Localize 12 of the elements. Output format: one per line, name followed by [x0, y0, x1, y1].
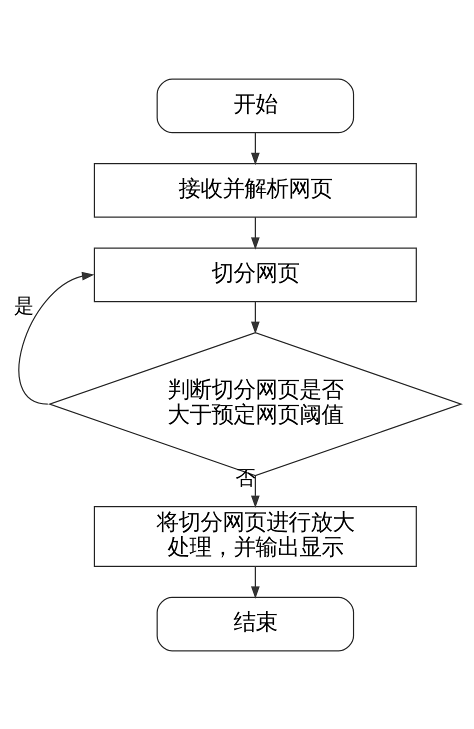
- arrow: [250, 132, 260, 165]
- node-box: 切分网页: [93, 247, 416, 302]
- arrow: [250, 301, 260, 334]
- node-box: 结束: [156, 596, 354, 651]
- arrow: [250, 566, 260, 598]
- arrow: [250, 475, 260, 508]
- arrow: [250, 216, 260, 250]
- node-box: 开始: [156, 78, 354, 133]
- node-box: 将切分网页进行放大处理，并输出显示: [93, 506, 416, 566]
- arrow: [18, 271, 94, 404]
- edge-label: 是: [13, 294, 34, 317]
- node-box: 接收并解析网页: [93, 162, 416, 218]
